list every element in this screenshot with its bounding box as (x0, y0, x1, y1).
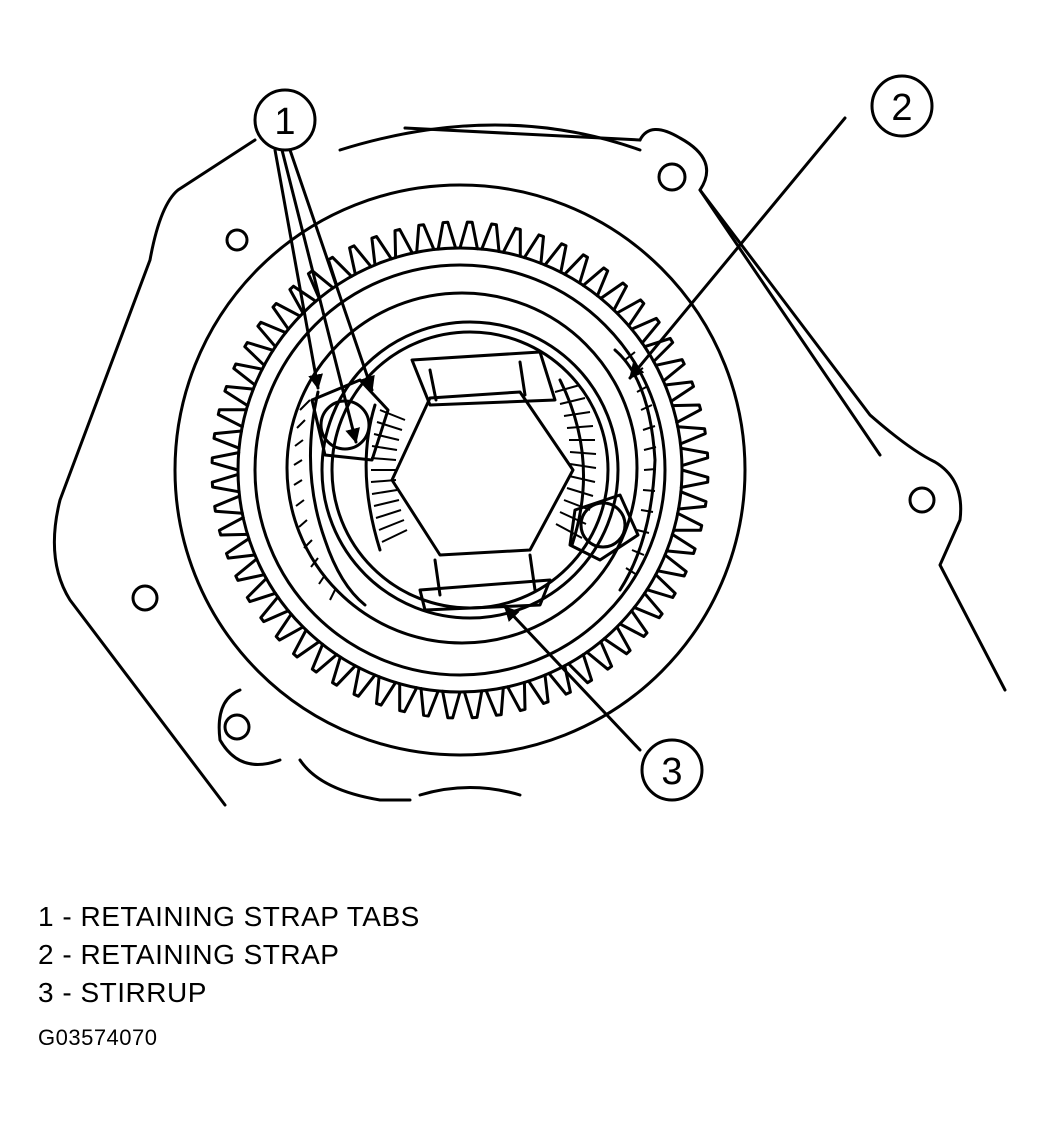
bolt-hole-icon (225, 228, 249, 252)
legend-separator: - (54, 939, 81, 970)
bolt-hole-icon (908, 486, 936, 514)
leader-arrow-1b (280, 148, 360, 444)
legend-label: RETAINING STRAP (80, 939, 340, 970)
legend-item-2: 2 - RETAINING STRAP (38, 936, 420, 974)
stirrup-icon (410, 350, 557, 612)
pinion-gear-right (554, 378, 597, 547)
leader-arrow-1a (273, 148, 323, 390)
callout-1-number: 1 (274, 101, 295, 143)
ring-gear-teeth (210, 220, 710, 720)
callout-2-number: 2 (891, 87, 912, 129)
legend-separator: - (54, 901, 81, 932)
callout-3: 3 (640, 738, 704, 802)
figure-id: G03574070 (38, 1025, 158, 1050)
legend-label: RETAINING STRAP TABS (80, 901, 420, 932)
bolt-hole-icon (223, 713, 251, 741)
leader-arrow-3 (503, 605, 642, 752)
bolt-hole-icon (131, 584, 159, 612)
legend-item-3: 3 - STIRRUP (38, 974, 420, 1012)
bolt-hole-icon (657, 162, 687, 192)
legend-label: STIRRUP (80, 977, 207, 1008)
housing-bore (173, 183, 747, 757)
legend: 1 - RETAINING STRAP TABS 2 - RETAINING S… (38, 898, 420, 1012)
pinion-shaft-bolt (568, 493, 640, 562)
legend-number: 1 (38, 901, 55, 932)
legend-number: 3 (38, 977, 55, 1008)
ring-gear-icon (210, 220, 710, 720)
leader-arrow-1c (288, 148, 375, 392)
leader-arrow-2 (628, 116, 847, 380)
callout-3-number: 3 (661, 751, 682, 793)
legend-number: 2 (38, 939, 55, 970)
differential-diagram: 1 2 3 (52, 74, 1007, 807)
differential-case-icon (253, 263, 667, 677)
legend-item-1: 1 - RETAINING STRAP TABS (38, 898, 420, 936)
pinion-gear-left (364, 403, 408, 552)
legend-separator: - (54, 977, 81, 1008)
callout-2: 2 (870, 74, 934, 138)
hex-shaft-icon (390, 390, 575, 557)
housing-outline (52, 123, 1007, 807)
leader-lines (273, 116, 847, 752)
callout-1: 1 (253, 88, 317, 152)
